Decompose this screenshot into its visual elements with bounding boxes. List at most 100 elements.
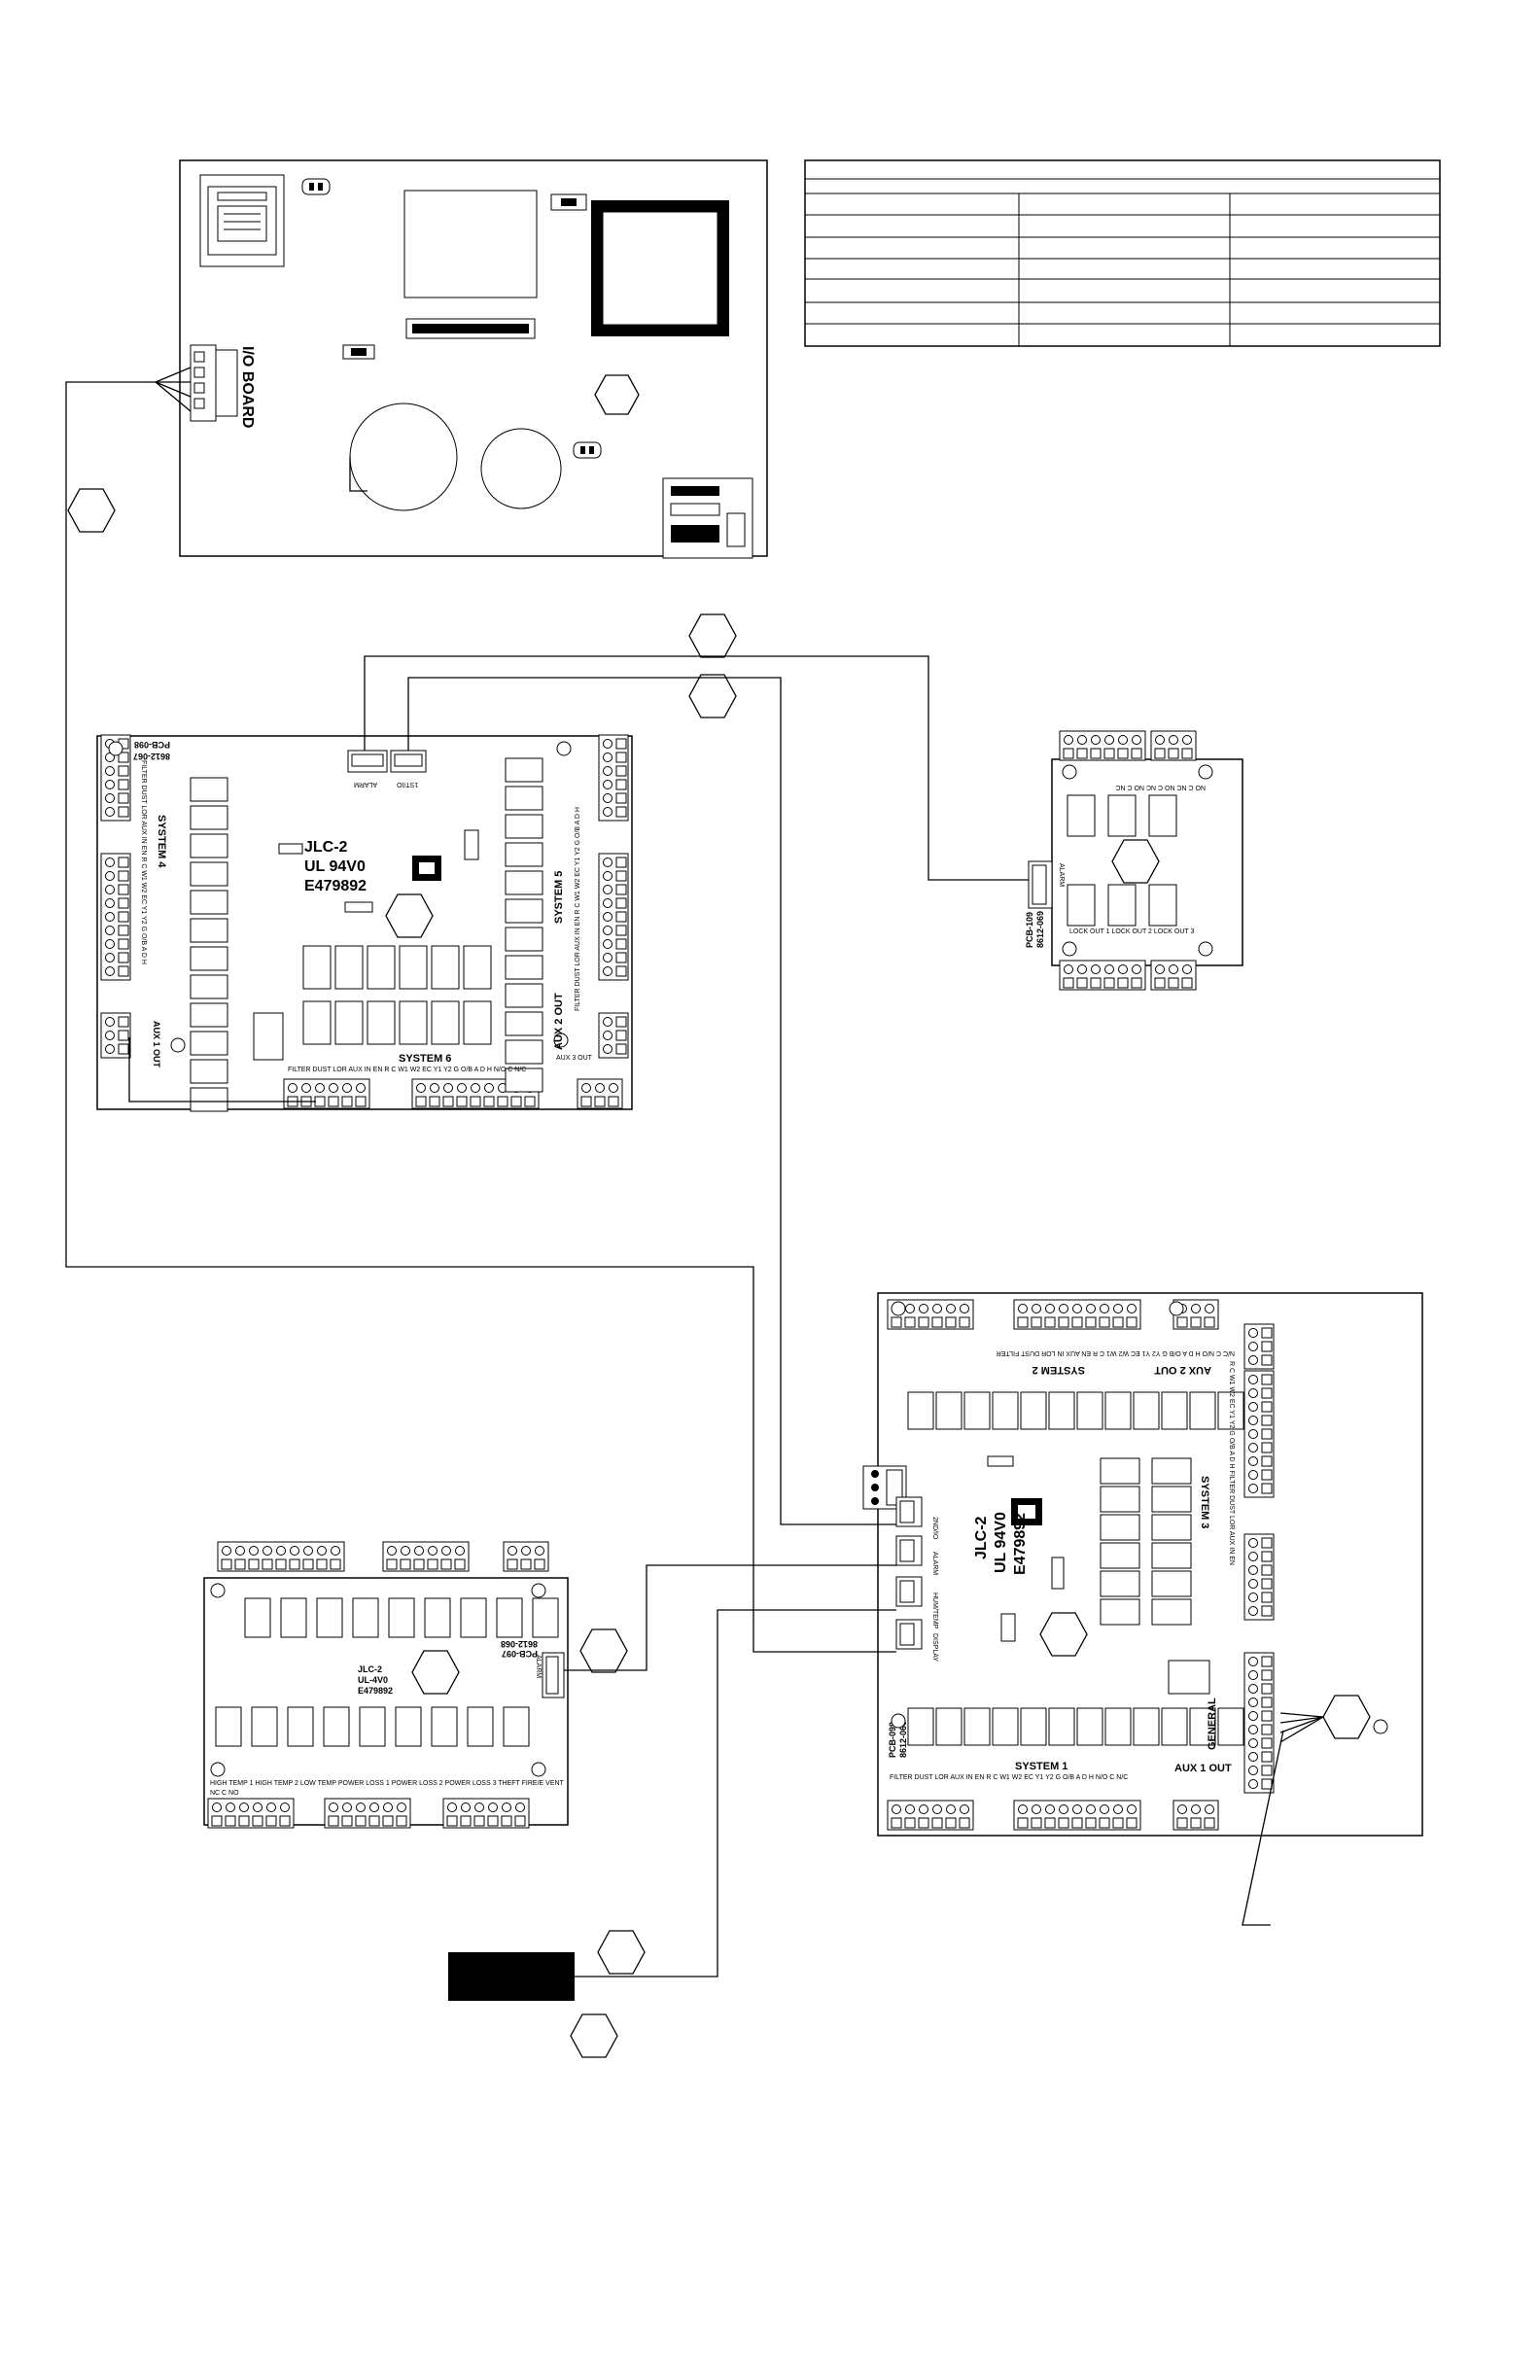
jlc-main-right-b-screw (1248, 1402, 1258, 1412)
alarm-bottom-a-screw (266, 1802, 276, 1812)
alarm-top-c-screw (521, 1546, 531, 1556)
lockout-bottom-a-screw (1104, 964, 1114, 974)
reset-button-icon (550, 193, 587, 211)
jlc-top-left-b-pin (118, 965, 129, 977)
lockout-top-a-pin (1103, 748, 1115, 759)
jlc-main-relay-bottom (992, 1707, 1019, 1746)
jlc-top-bottom-b-screw (430, 1083, 439, 1093)
lockout-alarm-connector (1028, 860, 1053, 909)
jlc-main-bottom-b-screw (1045, 1804, 1055, 1814)
jlc-top-bottom-a-strip (283, 1078, 370, 1109)
jlc-top-bottom-c-screw (581, 1083, 591, 1093)
jlc-main-sys2-label: SYSTEM 2 (1032, 1364, 1085, 1376)
alarm-board-relays (215, 1597, 559, 1747)
lockout-board: ALARM PCB-109 8612-069 NO C NC NO C NC N… (1025, 730, 1243, 991)
jlc-main-relay-bottom (1020, 1707, 1047, 1746)
jlc-main-relay-bottom (907, 1707, 934, 1746)
lockout-bottom-b-pin (1154, 977, 1166, 989)
jlc-main-connector-pins-4 (899, 1623, 915, 1646)
jlc-top-left-a-screw (105, 793, 115, 803)
jlc-main-aux1-label: AUX 1 OUT (1174, 1763, 1232, 1774)
alarm-bottom-b-pin (396, 1815, 407, 1827)
jlc-main-right-c-screw (1248, 1538, 1258, 1548)
jlc-main-relay-bottom (1217, 1707, 1244, 1746)
jlc-main-top-b-pin (1085, 1316, 1097, 1328)
jlc-main-relay-bottom (1076, 1707, 1103, 1746)
jlc-main-bottom-b-pin (1017, 1817, 1029, 1829)
jlc-top-left-b-pin (118, 897, 129, 909)
lockout-top-a-screw (1064, 735, 1073, 745)
jlc-main-relay-mid-a (1100, 1457, 1140, 1485)
lockout-bottom-a-strip (1059, 960, 1146, 991)
alarm-top-b-pin (440, 1558, 452, 1570)
jlc-top-bottom-a-screw (315, 1083, 325, 1093)
jlc-top-relay-left (190, 833, 228, 858)
lockout-relay-top (1148, 794, 1177, 837)
callout-hex-3 (688, 674, 737, 718)
alarm-bottom-b-screw (329, 1802, 338, 1812)
alarm-top-a-screw (290, 1546, 299, 1556)
jlc-main-relay-top (935, 1391, 962, 1430)
jlc-top-left-a-pin (118, 752, 129, 763)
jlc-main-top-a-screw (946, 1304, 956, 1313)
jlc-top-relay-left (190, 777, 228, 802)
jlc-main-bottom-c-screw (1177, 1804, 1187, 1814)
lockout-relay-bottom (1107, 884, 1137, 927)
jlc-top-right-c-screw (603, 1017, 612, 1027)
jlc-top-left-c-pin (118, 1043, 129, 1055)
jlc-top-board: ALARM 1ST/IO PCB-098 8612-067 JLC-2 UL 9… (96, 734, 633, 1112)
alarm-bottom-b-screw (383, 1802, 393, 1812)
jlc-top-left-b-pin (118, 857, 129, 868)
jlc-main-top-c-pin (1190, 1316, 1202, 1328)
jlc-main-connector-pins-3 (899, 1580, 915, 1603)
jlc-main-bottom-a-pin (959, 1817, 970, 1829)
jlc-main-right-b-screw (1248, 1470, 1258, 1480)
jlc-main-relay-top (1104, 1391, 1132, 1430)
jlc-main-right-terms-label: R C W1 W2 EC Y1 Y2 G O/B A D H FILTER DU… (1228, 1361, 1235, 1565)
jlc-main-right-terminals (1243, 1323, 1275, 1794)
callout-hex-4 (579, 1628, 628, 1673)
jlc-main-right-b-pin (1261, 1483, 1273, 1494)
alarm-relay-bottom (467, 1706, 494, 1747)
jlc-main-display-label: DISPLAY (931, 1633, 938, 1662)
alarm-bottom-c-screw (447, 1802, 457, 1812)
alarm-top-b-pin (413, 1558, 425, 1570)
alarm-bottom-a-screw (226, 1802, 235, 1812)
jlc-top-bottom-b-pin (456, 1096, 468, 1107)
jlc-top-right-c-pin (615, 1043, 627, 1055)
jlc-main-right-c-pin (1261, 1551, 1273, 1562)
jlc-top-right-b-screw (603, 953, 612, 962)
jlc-top-left-a-screw (105, 766, 115, 776)
jlc-top-relay-right (505, 1011, 543, 1036)
jlc-top-callout-hex (385, 893, 434, 938)
sd-card-slot-icon (662, 477, 753, 559)
alarm-top-a-screw (235, 1546, 245, 1556)
alarm-top-b-pin (454, 1558, 466, 1570)
jlc-top-bottom-a-pin (328, 1096, 339, 1107)
alarm-relay-top (352, 1597, 379, 1638)
jlc-main-relay-mid-b (1151, 1542, 1192, 1569)
alarm-bottom-c-strip (442, 1798, 530, 1829)
alarm-top-b-screw (387, 1546, 397, 1556)
lockout-top-a-pin (1076, 748, 1088, 759)
jlc-top-right-c-pin (615, 1030, 627, 1041)
alarm-bottom-c-screw (474, 1802, 484, 1812)
alarm-bottom-b-screw (342, 1802, 352, 1812)
jlc-main-top-a-pin (931, 1316, 943, 1328)
jlc-top-right-a-pin (615, 765, 627, 777)
jlc-main-top-a-pin (891, 1316, 902, 1328)
wiring-lines (65, 367, 1324, 1978)
jlc-top-alarm-connector (347, 750, 388, 773)
jlc-top-left-a-strip (100, 734, 131, 822)
jlc-top-sys4-label: SYSTEM 4 (156, 815, 167, 868)
jlc-top-bottom-a-pin (314, 1096, 326, 1107)
lockout-bottom-b-pin (1168, 977, 1179, 989)
jlc-top-bottom-c-screw (609, 1083, 618, 1093)
callout-hex-6 (570, 2013, 618, 2058)
jlc-top-relay-mid-b (431, 1000, 460, 1045)
alarm-top-a-pin (234, 1558, 246, 1570)
jlc-top-left-a-pin (118, 779, 129, 790)
jlc-main-right-d-pin (1261, 1724, 1273, 1735)
lockout-top-a-screw (1104, 735, 1114, 745)
